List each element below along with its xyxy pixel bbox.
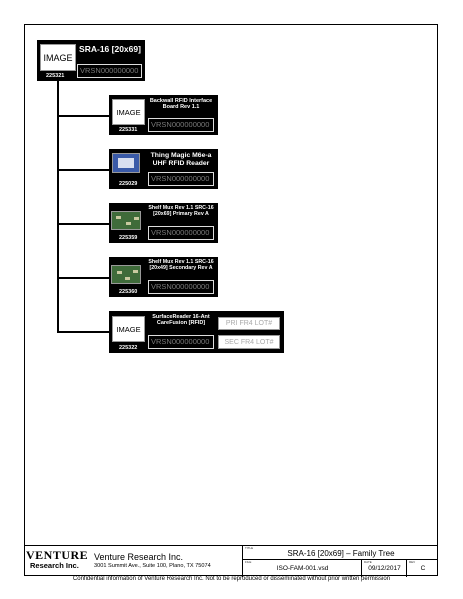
node-vrsn: VRSN000000000 [148, 335, 214, 349]
tree-trunk-line [57, 81, 59, 333]
node-number: 225331 [119, 127, 138, 133]
file-name: ISO-FAM-001.vsd [276, 565, 329, 572]
pri-lot-field: PRI FR4 LOT# [218, 317, 280, 330]
rfid-reader-icon [112, 153, 140, 173]
child-node: IMAGE SurfaceReader 16-Ant CareFusion [R… [109, 311, 284, 353]
company-address: 3001 Summit Ave., Suite 100, Plano, TX 7… [94, 563, 211, 569]
node-number: 225322 [119, 345, 138, 351]
node-image-placeholder: IMAGE [112, 316, 145, 342]
child-node: Thing Magic M6e-a UHF RFID Reader VRSN00… [109, 149, 218, 189]
node-vrsn: VRSN000000000 [77, 64, 142, 78]
circuit-board-icon [111, 265, 141, 284]
rev-cell: REV C [406, 560, 438, 577]
connector-line [57, 277, 109, 279]
child-node: IMAGE Backwall RFID Interface Board Rev … [109, 95, 218, 135]
company-logo: VENTURE Research Inc. [26, 548, 89, 570]
node-title: Shelf Mux Rev 1.1 SRC-16 [20x49] Seconda… [148, 259, 214, 272]
child-node: Shelf Mux Rev 1.1 SRC-16 [20x69] Primary… [109, 203, 218, 243]
circuit-board-icon [111, 211, 141, 230]
node-title: Thing Magic M6e-a UHF RFID Reader [150, 152, 212, 167]
node-vrsn: VRSN000000000 [148, 118, 214, 132]
node-vrsn: VRSN000000000 [148, 280, 214, 294]
file-cell: FILE ISO-FAM-001.vsd [242, 560, 361, 577]
drawing-date: 09/12/2017 [368, 565, 401, 572]
node-title: Backwall RFID Interface Board Rev 1.1 [149, 98, 213, 111]
drawing-rev: C [420, 565, 426, 572]
connector-line [57, 115, 109, 117]
child-node: Shelf Mux Rev 1.1 SRC-16 [20x49] Seconda… [109, 257, 218, 297]
title-block: VENTURE Research Inc. Venture Research I… [24, 545, 438, 577]
node-number: 225359 [119, 235, 138, 241]
node-number: 225029 [119, 181, 138, 187]
node-image-placeholder: IMAGE [40, 44, 76, 71]
node-vrsn: VRSN000000000 [148, 226, 214, 240]
connector-line [57, 223, 109, 225]
date-cell: DATE 09/12/2017 [361, 560, 406, 577]
confidential-notice: Confidential information of Venture Rese… [72, 576, 391, 582]
node-number: 225321 [46, 73, 65, 79]
sec-lot-field: SEC FR4 LOT# [218, 335, 280, 349]
node-image-placeholder: IMAGE [112, 99, 145, 125]
drawing-frame [24, 24, 438, 576]
node-number: 225360 [119, 289, 138, 295]
title-cell: TITLE SRA-16 [20x69] – Family Tree [242, 546, 438, 560]
node-vrsn: VRSN000000000 [148, 172, 214, 186]
node-title: SurfaceReader 16-Ant CareFusion [RFID] [152, 314, 210, 327]
drawing-title: SRA-16 [20x69] – Family Tree [287, 549, 395, 558]
root-node: IMAGE SRA-16 [20x69] VRSN000000000 22532… [37, 40, 145, 81]
company-name: Venture Research Inc. [94, 552, 184, 562]
node-title: SRA-16 [20x69] [79, 44, 141, 54]
node-title: Shelf Mux Rev 1.1 SRC-16 [20x69] Primary… [148, 205, 214, 218]
connector-line [57, 169, 109, 171]
connector-line [57, 331, 109, 333]
